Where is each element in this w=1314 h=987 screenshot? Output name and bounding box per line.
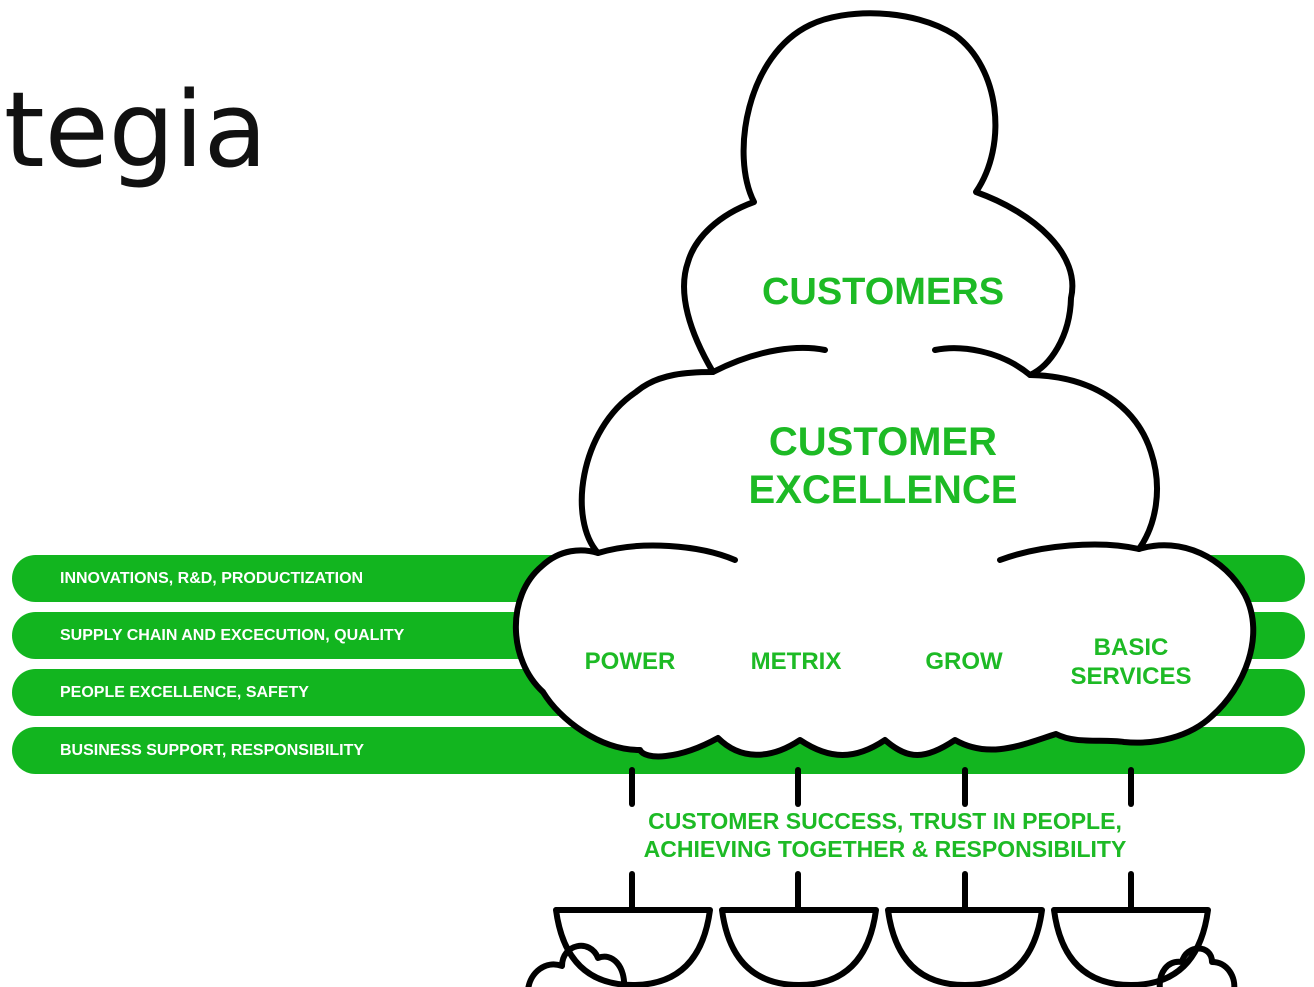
branch-basic-services-line1: BASIC: [1093, 634, 1169, 661]
lobe-divider: [710, 344, 828, 375]
branch-basic-services: BASIC SERVICES: [1056, 634, 1206, 692]
lobe-divider: [997, 541, 1142, 563]
values-label: CUSTOMER SUCCESS, TRUST IN PEOPLE, ACHIE…: [560, 808, 1210, 863]
small-cloud-left: [525, 942, 628, 987]
band-label: BUSINESS SUPPORT, RESPONSIBILITY: [60, 742, 365, 759]
values-line2: ACHIEVING TOGETHER & RESPONSIBILITY: [643, 835, 1127, 862]
root-bowl: [719, 907, 879, 987]
small-cloud-right: [1156, 945, 1238, 987]
band-label: PEOPLE EXCELLENCE, SAFETY: [60, 684, 309, 701]
branch-power: POWER: [584, 648, 676, 675]
lobe-divider: [932, 345, 1033, 378]
band-label: INNOVATIONS, R&D, PRODUCTIZATION: [60, 570, 364, 587]
values-line1: CUSTOMER SUCCESS, TRUST IN PEOPLE,: [648, 808, 1122, 834]
band-label: SUPPLY CHAIN AND EXCECUTION, QUALITY: [60, 627, 405, 644]
customer-excellence-label: CUSTOMER EXCELLENCE: [698, 418, 1068, 514]
root-bowl: [1051, 907, 1211, 987]
branch-basic-services-line2: SERVICES: [1070, 662, 1192, 690]
customer-excellence-line1: CUSTOMER: [768, 420, 998, 464]
root-bowl: [885, 907, 1045, 987]
branch-metrix: METRIX: [750, 648, 842, 675]
page-title: ntegia: [0, 69, 268, 191]
customer-excellence-line2: EXCELLENCE: [748, 468, 1018, 512]
customers-label: CUSTOMERS: [761, 271, 1005, 313]
branch-grow: GROW: [925, 648, 1003, 675]
lobe-divider: [595, 542, 738, 563]
